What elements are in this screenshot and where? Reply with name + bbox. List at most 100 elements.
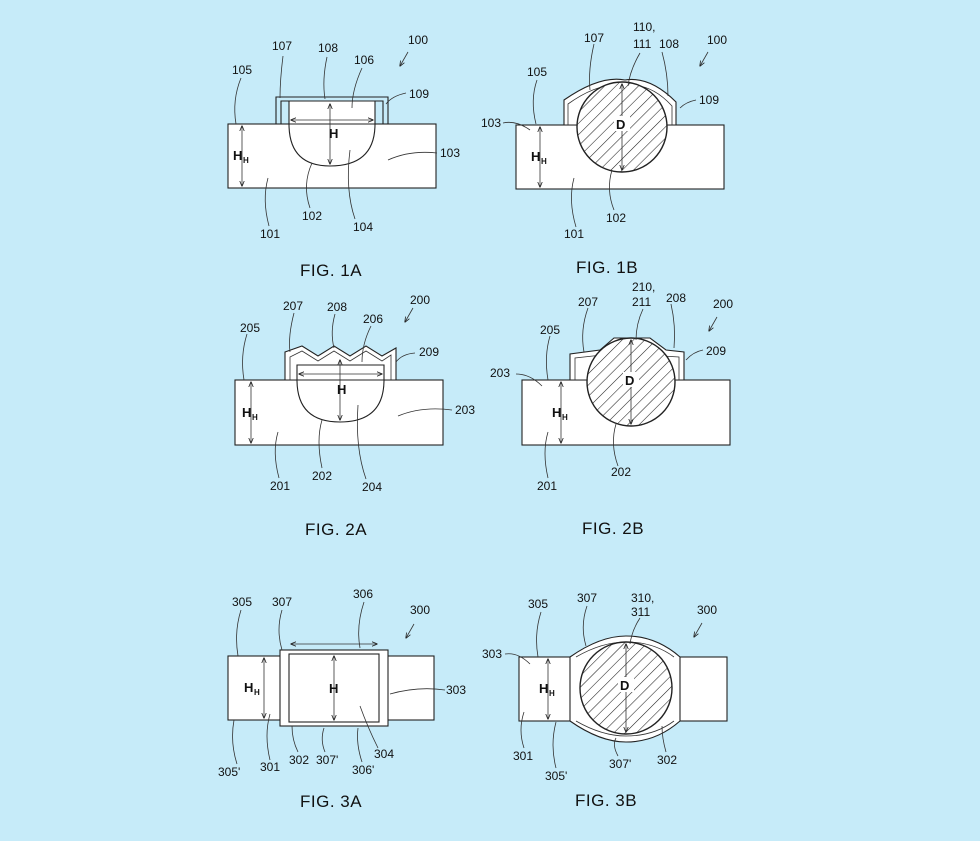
dim-d-label: D — [625, 373, 634, 388]
ref-101: 101 — [260, 227, 280, 241]
d-label-bg — [614, 116, 630, 131]
ref-209: 209 — [419, 345, 439, 359]
figure-1a: H H H 100 107 108 106 105 109 103 102 10… — [227, 33, 460, 280]
leader-204 — [356, 404, 367, 480]
ref-201: 201 — [270, 479, 290, 493]
dim-hh-label: H — [552, 405, 561, 420]
ref-210: 210, — [632, 280, 655, 294]
leader-303 — [389, 688, 446, 695]
ref-207: 207 — [283, 299, 303, 313]
leader-303 — [504, 653, 531, 665]
ref-arrow-200 — [405, 307, 414, 322]
leader-101 — [571, 177, 577, 228]
ref-200: 200 — [713, 297, 733, 311]
ref-107: 107 — [272, 39, 292, 53]
dim-h-label: H — [329, 681, 338, 696]
ref-303: 303 — [446, 683, 466, 697]
leader-205 — [546, 335, 551, 381]
ref-305: 305 — [232, 595, 252, 609]
ref-100: 100 — [408, 33, 428, 47]
leader-306 — [358, 601, 365, 649]
ref-207: 207 — [578, 295, 598, 309]
leader-307p — [321, 727, 326, 753]
leader-108 — [661, 51, 669, 97]
ref-111: 111 — [633, 37, 652, 51]
leader-310 — [629, 617, 641, 645]
ref-106: 106 — [354, 53, 374, 67]
ref-103: 103 — [481, 116, 501, 130]
caption-fig-2b: FIG. 2B — [582, 519, 644, 538]
dim-h-label: H — [329, 126, 338, 141]
dim-hh-label: H — [242, 405, 251, 420]
ref-109: 109 — [699, 93, 719, 107]
leader-105 — [532, 79, 538, 125]
leader-307 — [582, 605, 588, 647]
leader-210 — [635, 308, 644, 341]
ref-100: 100 — [707, 33, 727, 47]
leader-305 — [536, 611, 542, 658]
ref-311: 311 — [631, 605, 650, 619]
ref-305p: 305' — [545, 769, 567, 783]
leader-304 — [359, 705, 379, 749]
leader-107 — [279, 55, 284, 99]
leader-302 — [291, 725, 299, 753]
ref-300: 300 — [410, 603, 430, 617]
caption-fig-1a: FIG. 1A — [300, 261, 362, 280]
ref-205: 205 — [240, 321, 260, 335]
ref-104: 104 — [353, 220, 373, 234]
figure-3a: H H H 300 305 307 306 303 305' 301 302 3… — [218, 587, 466, 811]
leader-105 — [234, 77, 242, 125]
ref-103: 103 — [440, 146, 460, 160]
ref-105: 105 — [232, 63, 252, 77]
ref-203: 203 — [455, 403, 475, 417]
ref-204: 204 — [362, 480, 382, 494]
leader-104 — [347, 149, 356, 220]
ref-305p: 305' — [218, 765, 240, 779]
ref-211: 211 — [632, 295, 651, 309]
ref-202: 202 — [611, 465, 631, 479]
dim-hh-sub: H — [541, 157, 547, 166]
dim-hh-sub: H — [562, 413, 568, 422]
ref-arrow-100 — [700, 51, 709, 66]
ref-208: 208 — [666, 291, 686, 305]
figure-2b: D H H 200 210, 211 208 207 205 203 209 2… — [490, 280, 733, 538]
leader-101 — [264, 177, 270, 227]
ref-arrow-300 — [406, 623, 415, 638]
leader-102 — [609, 169, 615, 211]
dim-hh-sub: H — [254, 688, 260, 697]
leader-305p — [552, 721, 557, 769]
ref-202: 202 — [312, 469, 332, 483]
dim-hh-label: H — [244, 680, 253, 695]
caption-fig-3b: FIG. 3B — [575, 791, 637, 810]
dim-d-label: D — [616, 117, 625, 132]
ref-307: 307 — [577, 591, 597, 605]
ref-303: 303 — [482, 647, 502, 661]
ref-302: 302 — [289, 753, 309, 767]
leader-205 — [242, 333, 248, 381]
leader-307p — [614, 737, 619, 757]
leader-110 — [627, 52, 641, 87]
dim-hh-sub: H — [549, 689, 555, 698]
dim-hh-sub: H — [243, 156, 249, 165]
leader-209 — [395, 352, 416, 363]
leader-207 — [289, 312, 295, 353]
ref-307p: 307' — [609, 757, 631, 771]
ref-203: 203 — [490, 366, 510, 380]
ref-306p: 306' — [352, 763, 374, 777]
ref-108: 108 — [318, 41, 338, 55]
film-inner-bottom — [575, 720, 675, 737]
leader-201 — [274, 431, 280, 479]
figure-1b: D H H 100 110, 111 108 107 105 103 109 1… — [481, 20, 727, 277]
leader-307 — [278, 609, 283, 651]
ref-107: 107 — [584, 31, 604, 45]
ref-205: 205 — [540, 323, 560, 337]
ref-102: 102 — [606, 211, 626, 225]
d-label-bg — [623, 372, 639, 387]
film-outer — [275, 96, 389, 124]
leader-208 — [670, 303, 675, 349]
leader-306p — [357, 727, 363, 763]
leader-202 — [613, 423, 619, 467]
dim-hh-label: H — [233, 148, 242, 163]
